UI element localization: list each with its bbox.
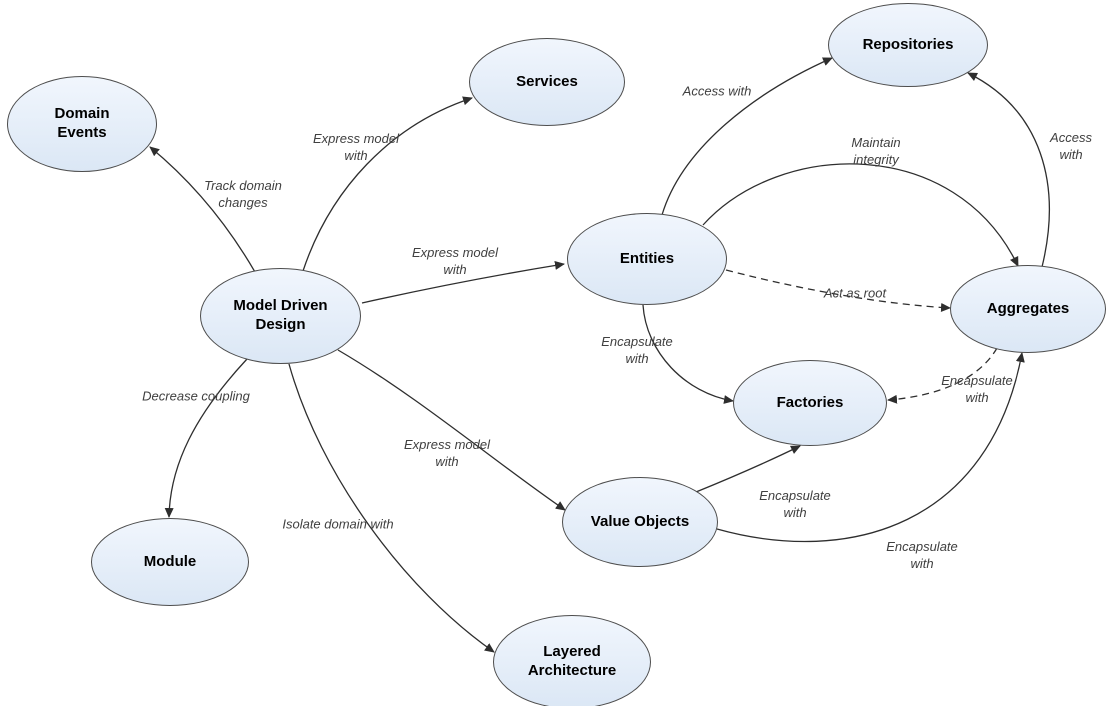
- node-layered-architecture: Layered Architecture: [493, 615, 651, 706]
- edge-label-access-with-entities: Access with: [682, 83, 752, 99]
- edge-label-encapsulate-value-objects-aggregates: Encapsulate with: [886, 539, 958, 571]
- node-factories: Factories: [733, 360, 887, 446]
- node-module: Module: [91, 518, 249, 606]
- edge-label-express-model-entities: Express model with: [412, 245, 498, 277]
- edge-decrease-coupling: [164, 358, 248, 518]
- edge-act-as-root: [725, 269, 951, 312]
- edge-encapsulate-aggregates-factories: [887, 347, 998, 404]
- node-services: Services: [469, 38, 625, 126]
- edge-encapsulate-value-objects-factories: [695, 445, 801, 493]
- edge-label-act-as-root: Act as root: [823, 285, 887, 301]
- node-domain-events: Domain Events: [7, 76, 157, 172]
- edge-label-decrease-coupling: Decrease coupling: [142, 388, 250, 404]
- edge-express-model-value-objects: [337, 349, 566, 511]
- edge-express-model-services: [302, 96, 473, 272]
- edge-label-express-model-value-objects: Express model with: [404, 437, 490, 469]
- edge-label-isolate-domain: Isolate domain with: [282, 516, 394, 532]
- edge-express-model-entities: [361, 260, 565, 304]
- node-value-objects: Value Objects: [562, 477, 718, 567]
- node-entities: Entities: [567, 213, 727, 305]
- node-aggregates: Aggregates: [950, 265, 1106, 353]
- node-repositories: Repositories: [828, 3, 988, 87]
- edge-isolate-domain: [288, 363, 495, 653]
- edge-label-encapsulate-entities-factories: Encapsulate with: [601, 334, 673, 366]
- edge-label-maintain-integrity: Maintain integrity: [851, 135, 901, 167]
- edge-access-with-aggregates-repositories: [967, 72, 1050, 268]
- edge-label-express-model-services: Express model with: [313, 131, 399, 163]
- edge-label-encapsulate-value-objects-factories: Encapsulate with: [759, 488, 831, 520]
- edge-maintain-integrity: [702, 163, 1019, 267]
- edge-label-encapsulate-aggregates-factories: Encapsulate with: [941, 373, 1013, 405]
- node-model-driven-design: Model Driven Design: [200, 268, 361, 364]
- edge-encapsulate-entities-factories: [642, 304, 734, 404]
- edge-label-access-with-aggregates: Access with: [1050, 130, 1092, 162]
- edge-access-with-entities-repositories: [661, 57, 833, 216]
- edge-track-domain-changes: [149, 146, 256, 273]
- edge-label-track-domain-changes: Track domain changes: [204, 178, 282, 210]
- edge-encapsulate-value-objects-aggregates: [716, 352, 1025, 543]
